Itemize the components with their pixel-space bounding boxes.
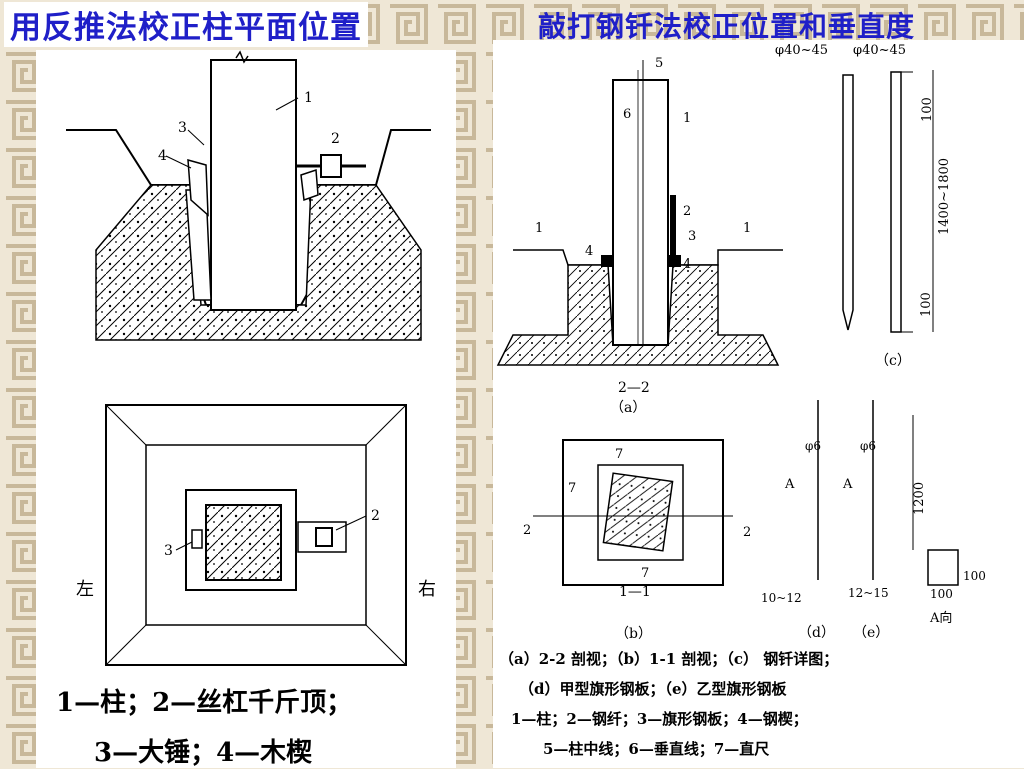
plan-label-2: 2 <box>371 508 380 524</box>
caption-e: （e） <box>853 625 889 641</box>
dim-rod-dia-1: φ40~45 <box>775 43 828 58</box>
dim-12-15: 12~15 <box>848 586 889 600</box>
section-label: 2—2 <box>618 380 650 396</box>
caption-d: （d） <box>798 625 835 641</box>
caption-c: （c） <box>875 353 911 369</box>
right-diagram-panel: 5 6 1 2 3 4 4 1 1 2—2 （a） 7 7 7 2 2 1—1 … <box>493 40 1024 768</box>
dim-top-100: 100 <box>920 97 935 122</box>
plan-label: 1—1 <box>619 584 651 600</box>
sec-label-5: 5 <box>655 56 663 71</box>
section-a: 5 6 1 2 3 4 4 1 1 2—2 （a） <box>496 56 783 416</box>
sec-label-2: 2 <box>683 204 691 219</box>
plan-label-7b: 7 <box>568 481 576 496</box>
column-correction-diagram: 1 2 3 4 2 3 左 右 <box>66 50 436 666</box>
dim-length: 1400~1800 <box>937 158 952 235</box>
label-3: 3 <box>178 120 187 136</box>
side-label-left: 左 <box>76 579 94 600</box>
sec-label-3: 3 <box>688 229 696 244</box>
sec-label-4a: 4 <box>585 244 593 259</box>
right-legend-line2: （d）甲型旗形钢板；（e）乙型旗形钢板 <box>519 680 787 698</box>
label-A-e: A <box>842 477 853 492</box>
label-4: 4 <box>158 148 167 164</box>
right-legend-line4: 5—柱中线；6—垂直线；7—直尺 <box>543 740 770 758</box>
dim-100-h: 100 <box>930 587 953 601</box>
sec-label-6: 6 <box>623 107 631 122</box>
left-diagram-panel: 1 2 3 4 2 3 左 右 1—柱；2 <box>36 50 456 768</box>
sec-mark-1-left: 1 <box>535 221 543 236</box>
plan-view: 2 3 左 右 <box>76 404 436 666</box>
label-1: 1 <box>304 90 313 106</box>
plan-label-7c: 7 <box>641 566 649 581</box>
dim-1200: 1200 <box>912 482 927 515</box>
steel-rod-correction-diagram: 5 6 1 2 3 4 4 1 1 2—2 （a） 7 7 7 2 2 1—1 … <box>496 43 986 642</box>
sec-mark-1-right: 1 <box>743 221 751 236</box>
dim-phi6-e: φ6 <box>860 439 876 453</box>
label-2: 2 <box>331 131 340 147</box>
caption-b: （b） <box>615 626 652 642</box>
left-title: 用反推法校正柱平面位置 <box>4 2 368 47</box>
side-label-right: 右 <box>418 579 436 600</box>
dim-10-12: 10~12 <box>761 591 802 605</box>
section-view: 1 2 3 4 <box>66 50 431 341</box>
dim-100-v: 100 <box>963 569 986 583</box>
sec-label-4b: 4 <box>683 257 691 272</box>
right-title: 敲打钢钎法校正位置和垂直度 <box>538 10 916 43</box>
detail-c: φ40~45 φ40~45 100 1400~1800 100 （c） <box>775 43 952 369</box>
left-legend-line2: 3—大锤；4—木楔 <box>94 738 313 768</box>
label-A-view: A向 <box>929 610 952 626</box>
left-legend-line1: 1—柱；2—丝杠千斤顶； <box>56 688 353 718</box>
caption-a: （a） <box>610 400 646 416</box>
sec-label-1: 1 <box>683 111 691 126</box>
detail-de: φ6 φ6 A A 1200 10~12 12~15 100 100 A向 （d… <box>761 400 986 641</box>
right-legend-line1: （a）2-2 剖视；（b）1-1 剖视；（c） 钢钎详图； <box>499 650 839 668</box>
label-A-d: A <box>784 477 795 492</box>
dim-phi6-d: φ6 <box>805 439 821 453</box>
plan-label-2-left: 2 <box>523 523 531 538</box>
plan-label-3: 3 <box>164 543 173 559</box>
dim-bottom-100: 100 <box>919 292 934 317</box>
right-legend-line3: 1—柱；2—钢纤；3—旗形钢板；4—钢楔； <box>511 710 808 728</box>
plan-b: 7 7 7 2 2 1—1 （b） <box>523 439 751 642</box>
plan-label-7a: 7 <box>615 447 623 462</box>
plan-label-2-right: 2 <box>743 525 751 540</box>
dim-rod-dia-2: φ40~45 <box>853 43 906 58</box>
